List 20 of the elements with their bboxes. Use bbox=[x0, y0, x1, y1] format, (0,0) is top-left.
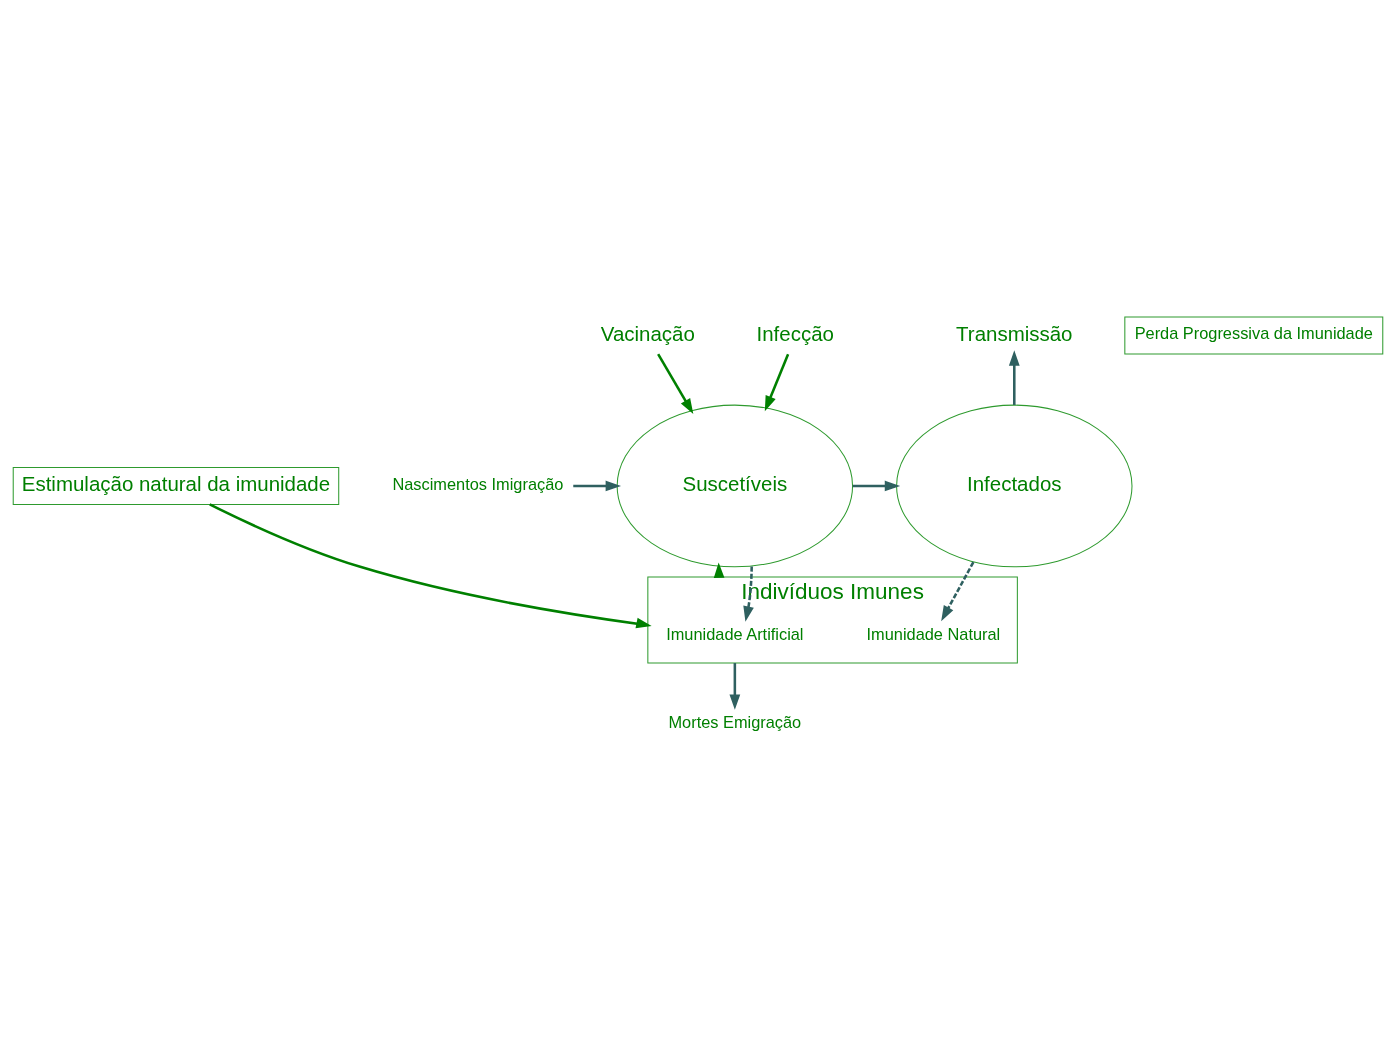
arrow bbox=[742, 566, 754, 622]
node-text: Imunidade Artificial bbox=[665, 625, 804, 644]
arrow bbox=[656, 353, 693, 415]
arrow bbox=[940, 561, 974, 622]
node-box: Estimulação natural da imunidade bbox=[12, 467, 339, 505]
node-ellipse: Suscetíveis bbox=[616, 404, 853, 568]
node-text: Imunidade Natural bbox=[866, 625, 1000, 644]
arrow bbox=[572, 480, 621, 492]
arrow bbox=[208, 503, 652, 629]
arrow bbox=[852, 480, 900, 492]
arrow bbox=[764, 353, 789, 412]
node-text: Infecção bbox=[756, 321, 834, 345]
arrow bbox=[1008, 350, 1020, 405]
node-box: Perda Progressiva da Imunidade bbox=[1123, 316, 1383, 355]
node-text: Transmissão bbox=[955, 321, 1072, 345]
node-ellipse: Infectados bbox=[895, 404, 1132, 568]
node-text: Nascimentos Imigração bbox=[391, 474, 563, 493]
arrow bbox=[728, 663, 740, 710]
node-text: Vacinação bbox=[600, 321, 695, 345]
node-text: Mortes Emigração bbox=[667, 713, 801, 732]
